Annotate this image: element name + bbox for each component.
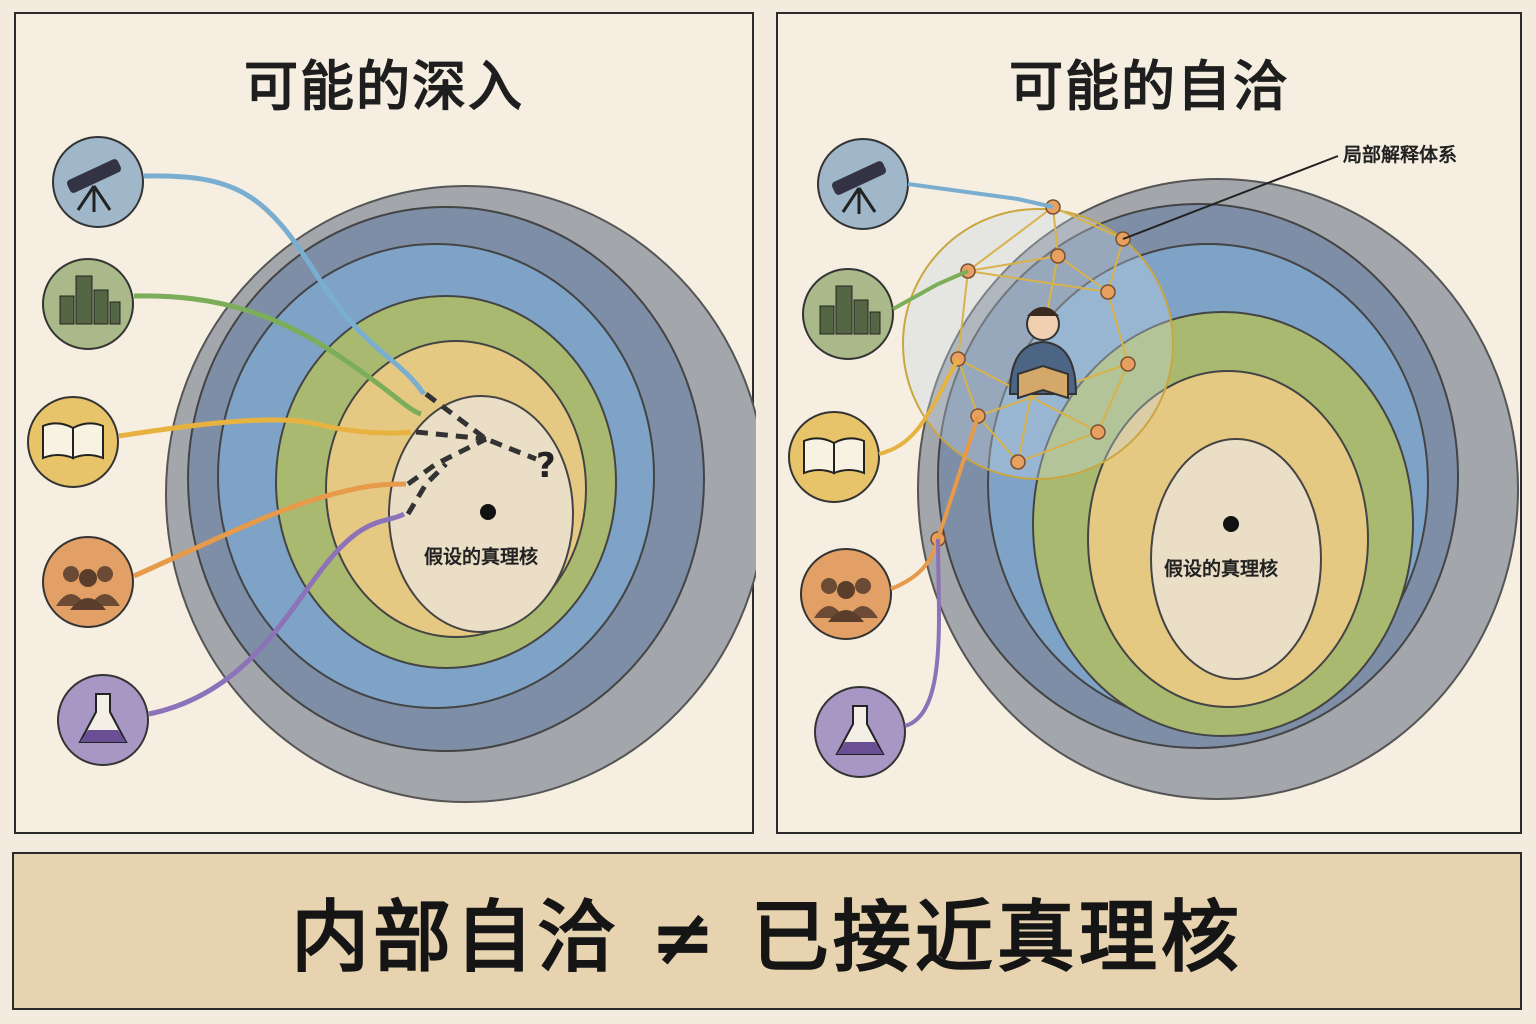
callout-pointer [1122,155,1339,240]
flask-icon [57,674,149,766]
truth-core-dot [1223,516,1239,532]
book-icon [27,396,119,488]
telescope-line [907,182,1054,209]
people-icon [800,548,892,640]
flask-icon [814,686,906,778]
rings-diagram-left [27,136,756,803]
telescope-icon [817,138,909,230]
book-line [878,358,960,456]
dashed-path [405,462,448,516]
book-line [118,417,412,439]
local-network [902,199,1174,547]
panel-possible-depth: 可能的深入 假设的真理核 ? [14,12,756,834]
conclusion-banner: 内部自洽 ≠ 已接近真理核 [12,852,1522,1010]
flask-line [904,538,941,728]
book-icon [788,411,880,503]
people-icon [42,536,134,628]
people-line [132,481,407,579]
telescope-icon [52,136,144,228]
core-label-right: 假设的真理核 [1164,558,1279,580]
dashed-path [424,392,537,462]
city-line [133,293,422,417]
city-line [892,269,969,311]
conclusion-text: 内部自洽 ≠ 已接近真理核 [291,893,1243,983]
dashed-path [406,436,488,487]
panel-possible-coherence: 可能的自洽 假设的真理核 局部解释体系 [776,12,1522,834]
question-mark: ? [536,446,556,486]
ring-core [1150,438,1322,680]
rings-diagram-right [788,138,1519,800]
core-label-left: 假设的真理核 [424,546,539,568]
city-icon [802,268,894,360]
panel-title-right: 可能的自洽 [1009,55,1289,118]
truth-core-dot [480,504,496,520]
panel-title-left: 可能的深入 [244,55,524,118]
telescope-line [143,173,427,396]
reader-figure [1008,307,1078,400]
city-icon [42,258,134,350]
dashed-path [415,429,487,442]
callout-label: 局部解释体系 [1343,144,1458,166]
flask-line [148,511,406,717]
